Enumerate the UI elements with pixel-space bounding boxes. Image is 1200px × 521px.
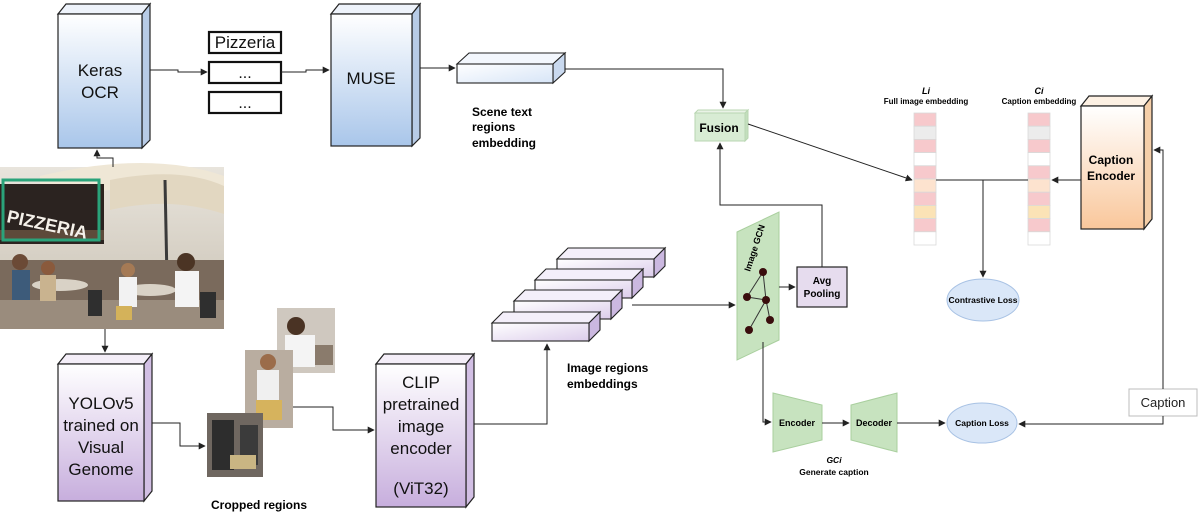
contrastive-loss-label: Contrastive Loss [949, 295, 1018, 305]
decoder-label: Decoder [856, 418, 893, 428]
encoder-label: Encoder [779, 418, 816, 428]
ci-embedding-vector [1027, 112, 1051, 246]
image-gcn-block: Image GCN [736, 211, 780, 361]
li-embedding-cell [913, 204, 937, 219]
pizzeria-photo: PIZZERIA [0, 163, 224, 330]
li-caption: Full image embedding [884, 97, 969, 106]
caption-encoder-box: Caption Encoder [1079, 94, 1154, 231]
connectors [93, 64, 1164, 450]
cropped-regions-label: Cropped regions [211, 498, 307, 512]
ci-embedding-cell [1027, 112, 1051, 127]
scene-text-label-3: embedding [472, 136, 536, 150]
caption-loss-label: Caption Loss [955, 418, 1009, 428]
scene-text-label-1: Scene text [472, 105, 532, 119]
caption-loss-node: Caption Loss [946, 402, 1018, 444]
ci-embedding-cell [1027, 178, 1051, 193]
li-embedding-vector [913, 112, 937, 246]
encoder-block: Encoder [772, 392, 823, 453]
li-embedding-cell [913, 138, 937, 153]
clip-box: CLIP pretrained image encoder (ViT32) [374, 352, 476, 509]
caption-encoder-label-1: Caption [1089, 153, 1134, 167]
yolo-box: YOLOv5 trained on Visual Genome [56, 352, 154, 503]
image-regions-label-1: Image regions [567, 361, 649, 375]
embedding-slab-2 [512, 288, 624, 321]
scene-text-embedding-slab [455, 51, 567, 85]
avg-pooling-box: Avg Pooling [796, 266, 848, 308]
embedding-slab-1 [490, 310, 602, 343]
clip-label-4: encoder [390, 439, 452, 458]
fusion-label: Fusion [699, 121, 738, 135]
keras-ocr-label-2: OCR [81, 83, 119, 102]
ci-embedding-cell [1027, 204, 1051, 219]
ci-caption: Caption embedding [1002, 97, 1077, 106]
caption-input-box: Caption [1128, 388, 1198, 417]
ci-embedding-cell [1027, 218, 1051, 233]
image-region-embeddings-stack [490, 246, 667, 343]
li-embedding-cell [913, 125, 937, 140]
clip-label-3: image [398, 417, 444, 436]
muse-box: MUSE [329, 2, 422, 148]
ci-embedding-cell [1027, 152, 1051, 167]
clip-label-2: pretrained [383, 395, 460, 414]
ci-embedding-cell [1027, 231, 1051, 246]
fusion-box: Fusion [693, 108, 750, 143]
gci-symbol: GCi [826, 455, 842, 465]
li-embedding-cell [913, 231, 937, 246]
ci-embedding-cell [1027, 138, 1051, 153]
avg-pooling-label-1: Avg [813, 276, 832, 287]
ci-embedding-cell [1027, 165, 1051, 180]
ocr-box-ellipsis-2: ... [238, 95, 251, 112]
contrastive-loss-node: Contrastive Loss [946, 278, 1020, 322]
ocr-box-ellipsis-1: ... [238, 65, 251, 82]
scene-text-label-2: regions [472, 120, 516, 134]
gci-caption: Generate caption [799, 467, 868, 477]
keras-ocr-box: Keras OCR [56, 2, 152, 150]
caption-input-label: Caption [1141, 395, 1186, 410]
li-embedding-cell [913, 218, 937, 233]
li-embedding-cell [913, 165, 937, 180]
li-embedding-cell [913, 112, 937, 127]
ocr-output-boxes: Pizzeria ... ... [207, 30, 283, 115]
gcn-graph-icon [743, 268, 774, 334]
yolo-label-2: trained on [63, 416, 139, 435]
ci-embedding-cell [1027, 125, 1051, 140]
muse-label: MUSE [346, 69, 395, 88]
ocr-box-pizzeria: Pizzeria [215, 33, 276, 52]
li-embedding-cell [913, 178, 937, 193]
li-embedding-cell [913, 191, 937, 206]
avg-pooling-label-2: Pooling [804, 289, 841, 300]
clip-label-5: (ViT32) [393, 479, 448, 498]
ci-embedding-cell [1027, 191, 1051, 206]
cropped-region-3 [207, 413, 263, 477]
li-symbol: Li [922, 86, 930, 96]
yolo-label-4: Genome [68, 460, 133, 479]
caption-encoder-label-2: Encoder [1087, 169, 1135, 183]
yolo-label-1: YOLOv5 [68, 394, 133, 413]
decoder-block: Decoder [850, 392, 898, 453]
yolo-label-3: Visual [78, 438, 124, 457]
li-embedding-cell [913, 152, 937, 167]
ci-symbol: Ci [1035, 86, 1044, 96]
clip-label-1: CLIP [402, 373, 440, 392]
image-regions-label-2: embeddings [567, 377, 638, 391]
keras-ocr-label-1: Keras [78, 61, 122, 80]
